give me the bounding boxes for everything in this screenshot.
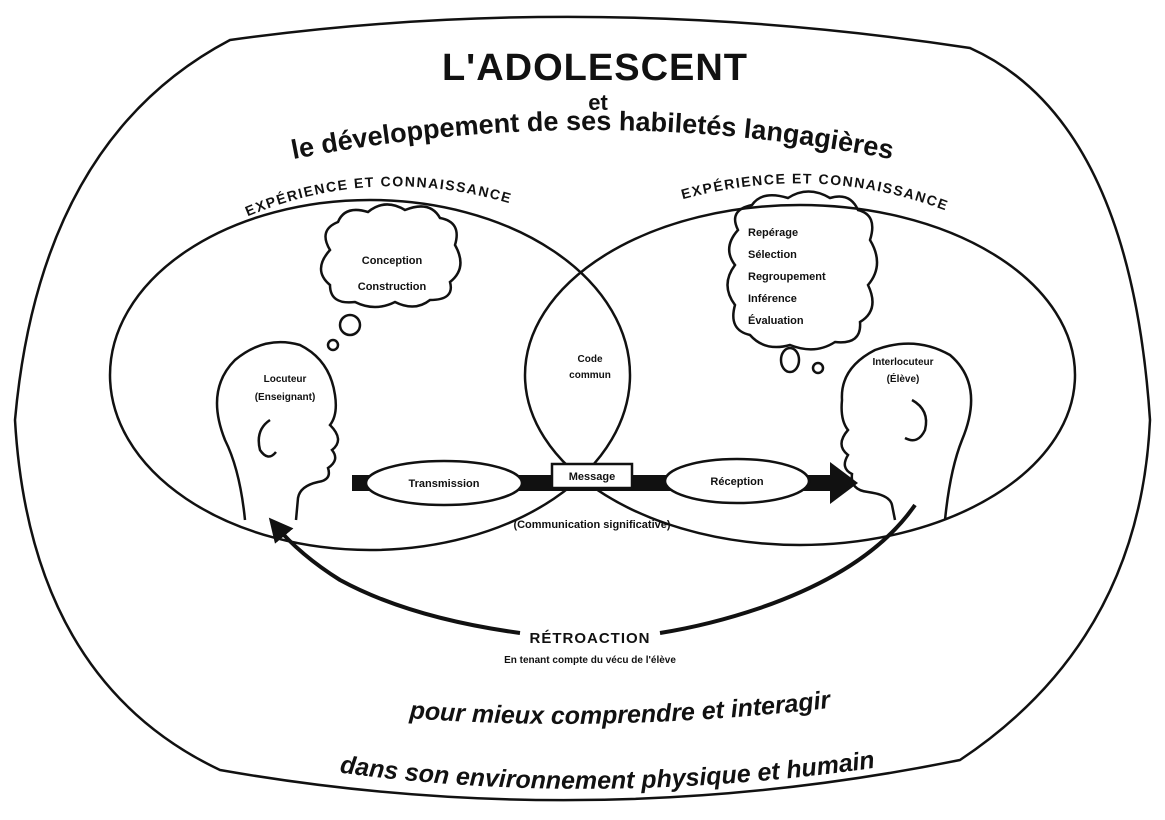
speaker-ear-icon	[259, 420, 276, 457]
left-arc-label: EXPÉRIENCE ET CONNAISSANCE	[243, 173, 514, 219]
retroaction-note: En tenant compte du vécu de l'élève	[504, 655, 676, 666]
bottom-line-1: pour mieux comprendre et interagir	[408, 686, 833, 730]
transmission-label: Transmission	[409, 478, 480, 490]
left-thought-bubble-small	[328, 340, 338, 350]
listener-head-icon	[842, 344, 972, 520]
code-commun-line1: Code	[578, 354, 603, 365]
left-thought-bubble-large	[340, 315, 360, 335]
right-thought-bubble-large	[781, 348, 799, 372]
retroaction-label: RÉTROACTION	[530, 630, 651, 647]
left-experience-circle	[110, 200, 630, 550]
page-title: L'ADOLESCENT	[442, 47, 748, 89]
thought-selection: Sélection	[748, 249, 797, 261]
speaker-role: (Enseignant)	[255, 392, 316, 403]
speaker-head-icon	[217, 342, 338, 520]
message-label: Message	[569, 471, 615, 483]
reception-label: Réception	[710, 476, 763, 488]
thought-conception: Conception	[362, 255, 423, 267]
thought-construction: Construction	[358, 281, 427, 293]
communication-label: (Communication significative)	[513, 519, 670, 531]
right-thought-bubble-small	[813, 363, 823, 373]
thought-reperage: Repérage	[748, 227, 798, 239]
code-commun-line2: commun	[569, 370, 611, 381]
thought-evaluation: Évaluation	[748, 314, 804, 327]
listener-label: Interlocuteur	[872, 357, 933, 368]
listener-ear-icon	[905, 400, 926, 440]
thought-regroupement: Regroupement	[748, 271, 826, 283]
retroaction-curve-left	[275, 525, 520, 633]
retroaction-curve-right	[660, 505, 915, 633]
thought-inference: Inférence	[748, 293, 797, 305]
page-subtitle: le développement de ses habiletés langag…	[289, 106, 897, 165]
speaker-label: Locuteur	[264, 374, 307, 385]
communication-arrow-head	[830, 462, 858, 504]
listener-role: (Élève)	[887, 372, 920, 385]
